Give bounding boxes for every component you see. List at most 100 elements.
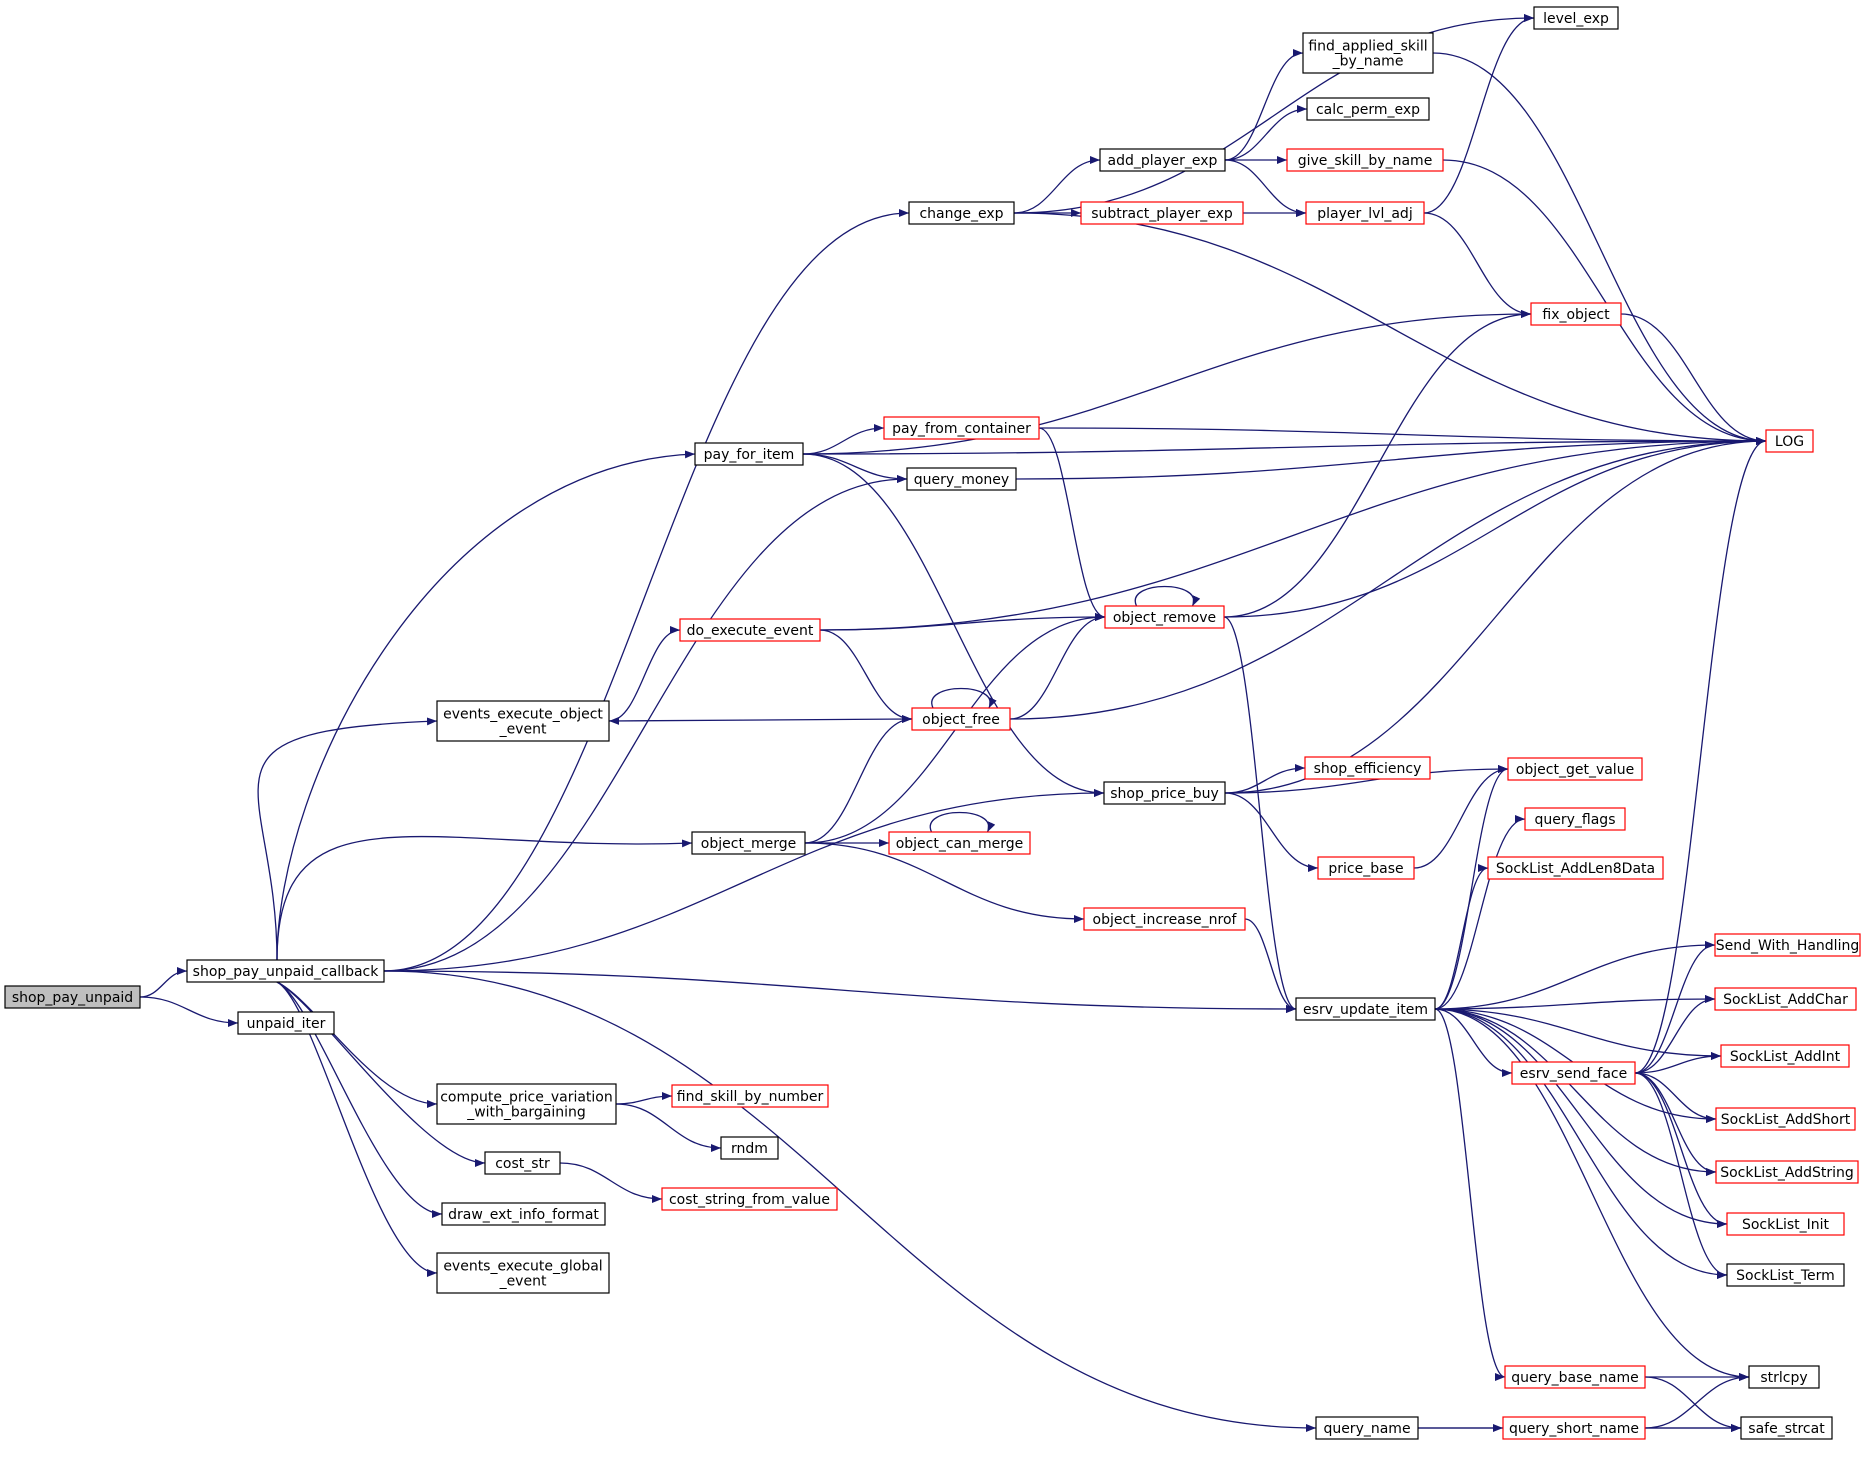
node-box[interactable] (436, 700, 610, 742)
node-SockList_Term[interactable]: SockList_Term (1726, 1263, 1845, 1287)
node-box[interactable] (1295, 997, 1436, 1021)
node-box[interactable] (1714, 933, 1861, 957)
node-find_applied_skill_by_name[interactable]: find_applied_skill_by_name (1302, 32, 1434, 74)
node-unpaid_iter[interactable]: unpaid_iter (237, 1011, 335, 1035)
node-box[interactable] (1504, 1365, 1646, 1389)
node-player_lvl_adj[interactable]: player_lvl_adj (1305, 201, 1425, 225)
node-query_name[interactable]: query_name (1315, 1416, 1419, 1440)
node-object_get_value[interactable]: object_get_value (1507, 757, 1643, 781)
node-box[interactable] (186, 959, 385, 983)
node-box[interactable] (484, 1151, 561, 1175)
node-box[interactable] (4, 985, 141, 1009)
node-level_exp[interactable]: level_exp (1533, 6, 1619, 30)
node-shop_pay_unpaid_callback[interactable]: shop_pay_unpaid_callback (186, 959, 385, 983)
node-SockList_AddChar[interactable]: SockList_AddChar (1714, 987, 1857, 1011)
node-compute_price_variation_with_bargaining[interactable]: compute_price_variation_with_bargaining (436, 1083, 617, 1125)
node-calc_perm_exp[interactable]: calc_perm_exp (1306, 97, 1430, 121)
node-box[interactable] (1502, 1416, 1646, 1440)
node-box[interactable] (906, 467, 1017, 491)
node-do_execute_event[interactable]: do_execute_event (679, 618, 821, 642)
node-box[interactable] (1720, 1044, 1850, 1068)
node-box[interactable] (436, 1083, 617, 1125)
node-box[interactable] (1317, 856, 1415, 880)
node-box[interactable] (1315, 1416, 1419, 1440)
node-shop_price_buy[interactable]: shop_price_buy (1103, 781, 1226, 805)
node-box[interactable] (661, 1187, 838, 1211)
node-box[interactable] (1715, 1107, 1856, 1131)
node-box[interactable] (1740, 1416, 1833, 1440)
node-LOG[interactable]: LOG (1765, 429, 1814, 453)
node-object_can_merge[interactable]: object_can_merge (888, 831, 1031, 855)
node-cost_string_from_value[interactable]: cost_string_from_value (661, 1187, 838, 1211)
node-box[interactable] (1099, 148, 1226, 172)
node-subtract_player_exp[interactable]: subtract_player_exp (1080, 201, 1244, 225)
node-events_execute_object_event[interactable]: events_execute_object_event (436, 700, 610, 742)
node-box[interactable] (1765, 429, 1814, 453)
node-box[interactable] (1726, 1263, 1845, 1287)
node-box[interactable] (441, 1202, 606, 1226)
node-give_skill_by_name[interactable]: give_skill_by_name (1286, 148, 1444, 172)
node-box[interactable] (1533, 6, 1619, 30)
node-query_base_name[interactable]: query_base_name (1504, 1365, 1646, 1389)
node-box[interactable] (1286, 148, 1444, 172)
node-box[interactable] (436, 1252, 610, 1294)
node-box[interactable] (720, 1136, 779, 1160)
node-box[interactable] (1748, 1365, 1820, 1389)
node-query_money[interactable]: query_money (906, 467, 1017, 491)
node-box[interactable] (237, 1011, 335, 1035)
node-box[interactable] (1104, 605, 1225, 629)
node-fix_object[interactable]: fix_object (1530, 302, 1622, 326)
node-strlcpy[interactable]: strlcpy (1748, 1365, 1820, 1389)
node-object_merge[interactable]: object_merge (691, 831, 806, 855)
node-box[interactable] (1715, 1160, 1859, 1184)
node-shop_pay_unpaid[interactable]: shop_pay_unpaid (4, 985, 141, 1009)
node-box[interactable] (1306, 97, 1430, 121)
node-box[interactable] (1103, 781, 1226, 805)
node-box[interactable] (1302, 32, 1434, 74)
node-events_execute_global_event[interactable]: events_execute_global_event (436, 1252, 610, 1294)
node-shop_efficiency[interactable]: shop_efficiency (1304, 756, 1431, 780)
node-rndm[interactable]: rndm (720, 1136, 779, 1160)
node-esrv_update_item[interactable]: esrv_update_item (1295, 997, 1436, 1021)
node-box[interactable] (1511, 1061, 1636, 1085)
node-add_player_exp[interactable]: add_player_exp (1099, 148, 1226, 172)
node-box[interactable] (1304, 756, 1431, 780)
node-query_flags[interactable]: query_flags (1524, 807, 1626, 831)
node-object_increase_nrof[interactable]: object_increase_nrof (1083, 907, 1246, 931)
node-box[interactable] (671, 1084, 829, 1108)
node-SockList_Init[interactable]: SockList_Init (1726, 1212, 1845, 1236)
node-cost_str[interactable]: cost_str (484, 1151, 561, 1175)
node-object_free[interactable]: object_free (911, 707, 1011, 731)
node-box[interactable] (1080, 201, 1244, 225)
node-Send_With_Handling[interactable]: Send_With_Handling (1714, 933, 1861, 957)
node-box[interactable] (694, 442, 804, 466)
node-box[interactable] (691, 831, 806, 855)
node-box[interactable] (908, 201, 1015, 225)
node-box[interactable] (679, 618, 821, 642)
node-SockList_AddString[interactable]: SockList_AddString (1715, 1160, 1859, 1184)
node-query_short_name[interactable]: query_short_name (1502, 1416, 1646, 1440)
node-box[interactable] (1305, 201, 1425, 225)
node-SockList_AddShort[interactable]: SockList_AddShort (1715, 1107, 1856, 1131)
node-pay_from_container[interactable]: pay_from_container (883, 416, 1040, 440)
node-box[interactable] (1714, 987, 1857, 1011)
node-pay_for_item[interactable]: pay_for_item (694, 442, 804, 466)
node-object_remove[interactable]: object_remove (1104, 605, 1225, 629)
node-SockList_AddInt[interactable]: SockList_AddInt (1720, 1044, 1850, 1068)
node-box[interactable] (1530, 302, 1622, 326)
node-box[interactable] (888, 831, 1031, 855)
node-change_exp[interactable]: change_exp (908, 201, 1015, 225)
node-box[interactable] (1524, 807, 1626, 831)
node-box[interactable] (911, 707, 1011, 731)
node-price_base[interactable]: price_base (1317, 856, 1415, 880)
node-box[interactable] (1083, 907, 1246, 931)
node-box[interactable] (1487, 856, 1664, 880)
node-safe_strcat[interactable]: safe_strcat (1740, 1416, 1833, 1440)
node-box[interactable] (1726, 1212, 1845, 1236)
node-box[interactable] (883, 416, 1040, 440)
node-find_skill_by_number[interactable]: find_skill_by_number (671, 1084, 829, 1108)
node-SockList_AddLen8Data[interactable]: SockList_AddLen8Data (1487, 856, 1664, 880)
node-box[interactable] (1507, 757, 1643, 781)
node-esrv_send_face[interactable]: esrv_send_face (1511, 1061, 1636, 1085)
node-draw_ext_info_format[interactable]: draw_ext_info_format (441, 1202, 606, 1226)
